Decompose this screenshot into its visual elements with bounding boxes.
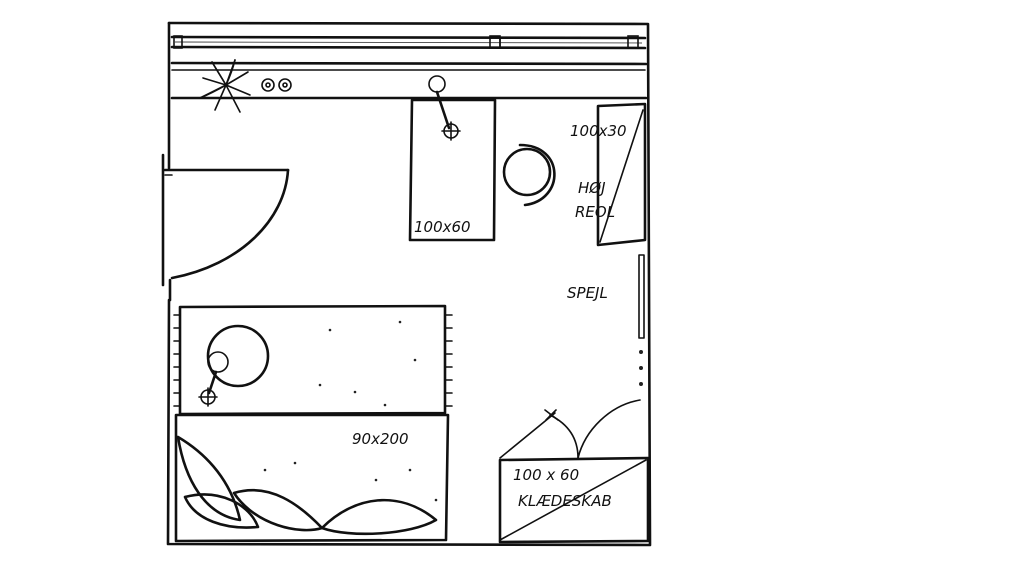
chair-icon <box>502 143 556 207</box>
bed: 90x200 <box>174 413 450 543</box>
wardrobe: 100 x 60 KLÆDESKAB <box>498 399 650 544</box>
window <box>170 35 647 50</box>
desk: 100x60 <box>408 98 497 242</box>
desk-lamp-icon <box>428 75 461 141</box>
rug <box>173 304 453 416</box>
table-with-lamp-icon <box>198 324 270 407</box>
sill-objects-icon <box>261 78 292 92</box>
wardrobe-size-label: 100 x 60 <box>513 466 579 484</box>
shelf-name-label-2: REOL <box>575 203 615 221</box>
plant-icon <box>199 59 251 113</box>
mirror-label: SPEJL <box>567 284 608 302</box>
tall-shelf: 100x30 HØJ REOL <box>570 102 647 247</box>
bed-label: 90x200 <box>352 430 409 448</box>
room-walls <box>161 21 652 547</box>
desk-label: 100x60 <box>414 218 471 236</box>
mirror: SPEJL <box>567 254 645 386</box>
door <box>163 168 290 280</box>
wardrobe-name-label: KLÆDESKAB <box>518 492 612 510</box>
shelf-name-label-1: HØJ <box>578 179 606 197</box>
shelf-size-label: 100x30 <box>570 122 627 140</box>
windowsill <box>170 61 648 100</box>
